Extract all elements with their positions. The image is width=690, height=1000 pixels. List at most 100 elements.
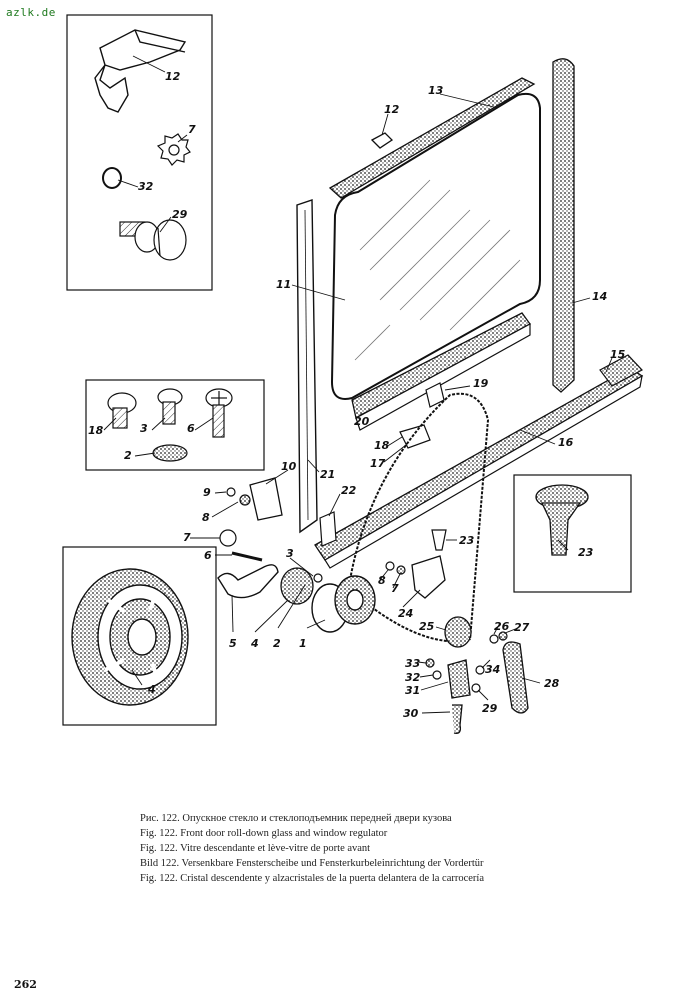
knob-part-23-main [431, 529, 447, 551]
callout-label-inset_wheel-0: 4 [147, 683, 156, 696]
page-number: 262 [14, 978, 37, 991]
bottom-bracket-part-22 [319, 511, 337, 547]
knob-part-23 [535, 484, 589, 556]
callout-label-inset_screws-3: 2 [124, 449, 132, 462]
screw-part-18 [107, 392, 137, 429]
run-channel-part-21 [296, 199, 318, 534]
callout-label-main-14: 22 [341, 484, 357, 497]
washer-part-27 [498, 631, 508, 641]
callout-label-main-8: 18 [374, 439, 390, 452]
callout-label-main-25: 1 [299, 637, 307, 650]
callout-label-main-7: 20 [354, 415, 370, 428]
callout-label-main-29: 33 [405, 657, 421, 670]
callout-label-main-23: 4 [250, 637, 259, 650]
callout-label-main-0: 13 [428, 84, 444, 97]
caption-line-en: Fig. 122. Front door roll-down glass and… [140, 828, 388, 839]
callout-label-main-5: 16 [558, 436, 574, 449]
callout-label-inset_knob-0: 23 [578, 546, 594, 559]
washer-part-33 [425, 658, 435, 668]
callout-label-main-31: 34 [485, 663, 500, 676]
roller-arm-part-28 [502, 641, 529, 714]
screw-part-6-main [231, 551, 263, 562]
regulator-drum-part-1 [311, 575, 376, 633]
callout-label-main-13: 8 [202, 511, 210, 524]
callout-label-main-11: 21 [320, 468, 335, 481]
callout-label-inset_top-2: 32 [138, 180, 154, 193]
door-glass-part-11 [330, 92, 541, 400]
callout-label-main-30: 32 [405, 671, 421, 684]
callout-label-main-24: 2 [273, 637, 281, 650]
watermark-text: azlk.de [6, 6, 56, 19]
callout-label-inset_top-0: 12 [165, 70, 181, 83]
top-seal-part-13 [328, 77, 536, 199]
callout-label-main-32: 31 [405, 684, 420, 697]
bracket-part-31 [447, 659, 471, 699]
inset-screws-box [85, 379, 265, 471]
inset-wheel-box [62, 546, 217, 726]
callout-label-main-26: 25 [419, 620, 435, 633]
callout-label-main-6: 19 [473, 377, 489, 390]
caption-line-ru: Рис. 122. Опускное стекло и стеклоподъем… [140, 813, 452, 824]
clip-part-12 [94, 29, 187, 113]
star-washer-part-7 [156, 133, 191, 166]
caption-line-de: Bild 122. Versenkbare Fensterscheibe und… [140, 858, 484, 869]
callout-label-main-1: 12 [384, 103, 400, 116]
caption-line-fr: Fig. 122. Vitre descendante et lève-vitr… [140, 843, 371, 854]
washer-part-7-b [396, 565, 406, 575]
caption-line-es: Fig. 122. Cristal descendente y alzacris… [140, 873, 485, 884]
bracket-part-19 [425, 382, 445, 408]
exploded-parts-diagram: 1273229183624231312141115161920181710219… [62, 14, 644, 734]
callout-label-main-34: 29 [482, 702, 498, 715]
screw-part-3 [157, 388, 183, 425]
window-handle-part-5 [217, 564, 279, 599]
washer-part-7 [219, 529, 237, 547]
hook-part-30 [452, 704, 463, 734]
callout-label-main-33: 28 [544, 677, 560, 690]
callout-label-main-12: 9 [203, 486, 211, 499]
callout-label-main-15: 7 [183, 531, 191, 544]
callout-label-main-35: 30 [403, 707, 419, 720]
callout-label-main-4: 15 [610, 348, 626, 361]
callout-label-inset_top-3: 29 [172, 208, 188, 221]
callout-label-inset_screws-1: 3 [140, 422, 148, 435]
washer-part-8 [239, 494, 251, 506]
rail-end-part-15 [599, 354, 643, 387]
callout-label-inset_top-1: 7 [188, 123, 196, 136]
callout-label-main-17: 3 [286, 547, 294, 560]
callout-label-main-2: 14 [592, 290, 607, 303]
screw-part-6 [205, 388, 233, 438]
callout-label-main-3: 11 [276, 278, 291, 291]
screw-part-29 [119, 219, 187, 261]
callout-label-inset_screws-2: 6 [187, 422, 195, 435]
screw-part-3-main [313, 573, 323, 583]
washer-part-26 [489, 634, 499, 644]
bracket-part-10 [249, 477, 283, 521]
callout-label-main-22: 5 [229, 637, 237, 650]
callout-label-main-9: 17 [370, 457, 386, 470]
run-channel-part-14 [552, 58, 575, 393]
clip-part-12-main [370, 132, 394, 149]
clip-part-17 [399, 424, 431, 449]
callout-label-main-16: 6 [204, 549, 212, 562]
callout-label-main-18: 23 [459, 534, 475, 547]
pulley-part-25 [444, 616, 472, 648]
callout-label-main-21: 24 [398, 607, 413, 620]
washer-part-32 [432, 670, 442, 680]
callout-label-inset_screws-0: 18 [88, 424, 104, 437]
callout-label-main-28: 27 [514, 621, 530, 634]
callout-label-main-19: 8 [378, 574, 386, 587]
figure-caption: Рис. 122. Опускное стекло и стеклоподъем… [140, 811, 660, 886]
screw-part-9 [226, 487, 236, 497]
inset-top-box [66, 14, 213, 291]
callout-label-main-20: 7 [391, 582, 399, 595]
inset-knob-box [513, 474, 632, 593]
washer-part-8-b [385, 561, 395, 571]
drive-wheel-part-4-main [280, 567, 314, 605]
drive-wheel-part-4 [71, 568, 189, 706]
split-ring-part-32 [102, 167, 122, 189]
callout-label-main-27: 26 [494, 620, 510, 633]
washer-part-2 [152, 444, 188, 462]
bracket-part-24 [411, 555, 446, 599]
callout-label-main-10: 10 [281, 460, 297, 473]
